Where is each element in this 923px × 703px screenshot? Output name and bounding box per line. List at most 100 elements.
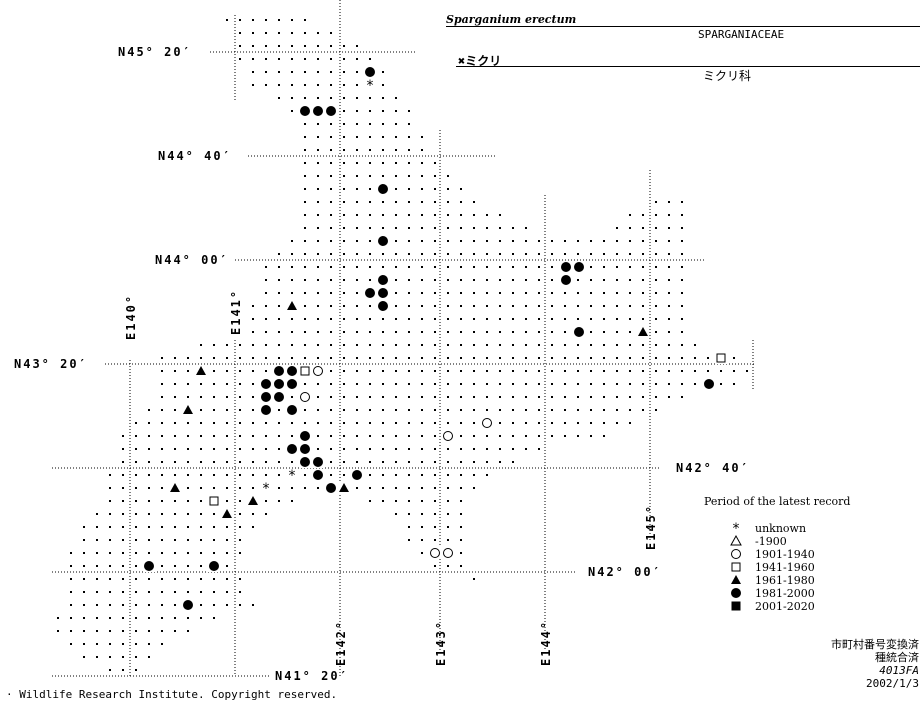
mesh-dot [148,630,150,632]
mesh-dot [330,71,332,73]
mesh-dot [317,136,319,138]
mesh-dot [434,370,436,372]
mesh-dot [395,292,397,294]
mesh-dot [499,344,501,346]
mesh-dot [265,513,267,515]
mesh-dot [239,435,241,437]
mesh-dot [252,409,254,411]
record-filled-circle [209,561,219,571]
record-open-circle [482,418,492,428]
mesh-dot [473,344,475,346]
mesh-dot [421,201,423,203]
mesh-dot [96,539,98,541]
mesh-dot [434,227,436,229]
mesh-dot [291,240,293,242]
mesh-dot [486,214,488,216]
mesh-dot [96,630,98,632]
mesh-dot [174,357,176,359]
mesh-dot [707,357,709,359]
mesh-dot [96,565,98,567]
mesh-dot [486,253,488,255]
mesh-dot [174,435,176,437]
mesh-dot [434,396,436,398]
mesh-dot [226,526,228,528]
mesh-dot [382,474,384,476]
mesh-dot [239,357,241,359]
mesh-dot [369,474,371,476]
mesh-dot [356,201,358,203]
mesh-dot [408,318,410,320]
mesh-dot [213,422,215,424]
mesh-dot [304,253,306,255]
mesh-dot [356,448,358,450]
mesh-dot [187,435,189,437]
mesh-dot [525,331,527,333]
mesh-dot [343,435,345,437]
mesh-dot [382,175,384,177]
mesh-dot [434,292,436,294]
mesh-dot [681,227,683,229]
legend-filled-circle-icon [731,588,741,598]
mesh-dot [564,422,566,424]
mesh-dot [135,591,137,593]
mesh-dot [408,214,410,216]
family-latin: SPARGANIACEAE [698,28,785,41]
mesh-dot [135,448,137,450]
mesh-dot [460,253,462,255]
mesh-dot [187,539,189,541]
mesh-dot [343,227,345,229]
mesh-dot [252,474,254,476]
record-filled-circle [287,444,297,454]
mesh-dot [512,383,514,385]
mesh-dot [369,318,371,320]
mesh-dot [135,630,137,632]
mesh-dot [499,461,501,463]
mesh-dot [681,370,683,372]
mesh-dot [148,604,150,606]
record-filled-circle [378,236,388,246]
mesh-dot [486,435,488,437]
mesh-dot [616,370,618,372]
mesh-dot [343,370,345,372]
mesh-dot [83,604,85,606]
record-filled-triangle [287,301,297,310]
mesh-dot [343,162,345,164]
mesh-dot [447,383,449,385]
mesh-dot [447,292,449,294]
mesh-dot [239,539,241,541]
mesh-dot [421,526,423,528]
mesh-dot [148,500,150,502]
mesh-dot [187,357,189,359]
mesh-dot [226,539,228,541]
mesh-dot [96,578,98,580]
mesh-dot [616,409,618,411]
mesh-dot [265,331,267,333]
mesh-dot [486,279,488,281]
mesh-dot [655,318,657,320]
copyright-footer: · Wildlife Research Institute. Copyright… [6,688,338,701]
mesh-dot [278,305,280,307]
mesh-dot [525,240,527,242]
mesh-dot [161,526,163,528]
mesh-dot [447,357,449,359]
mesh-dot [226,19,228,21]
mesh-dot [148,552,150,554]
mesh-dot [499,279,501,281]
mesh-dot [330,240,332,242]
mesh-dot [161,487,163,489]
mesh-dot [161,500,163,502]
mesh-dot [187,552,189,554]
mesh-dot [681,279,683,281]
mesh-dot [473,422,475,424]
mesh-dot [525,435,527,437]
mesh-dot [642,227,644,229]
mesh-dot [343,383,345,385]
mesh-dot [148,487,150,489]
mesh-dot [239,578,241,580]
mesh-dot [538,331,540,333]
record-filled-circle [561,275,571,285]
mesh-dot [239,448,241,450]
mesh-dot [239,383,241,385]
mesh-dot [239,591,241,593]
record-filled-circle [313,457,323,467]
